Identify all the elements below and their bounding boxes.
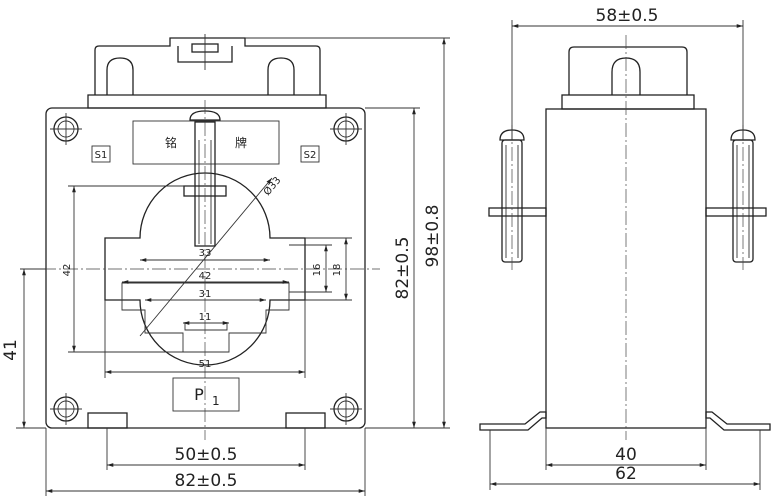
primary-marking-sub: 1 (212, 394, 220, 408)
nameplate-text-left: 铭 (165, 135, 177, 150)
dim-40: 40 (615, 445, 637, 465)
terminal-s2-label: S2 (304, 150, 317, 161)
side-housing-base (561, 94, 695, 110)
dim-41: 41 (1, 339, 21, 361)
dim-11: 11 (199, 312, 212, 323)
corner-holes (50, 113, 362, 425)
front-view: S1 S2 铭 牌 Ø33 33 42 31 11 (1, 34, 450, 496)
primary-marking-box (172, 377, 240, 412)
foot-left (87, 412, 128, 429)
housing-arch-right (267, 57, 295, 95)
dim-31: 31 (199, 289, 212, 300)
housing-base (87, 94, 327, 109)
nameplate-text-right: 牌 (235, 136, 247, 150)
nameplate (132, 120, 280, 165)
foot-right (285, 412, 326, 429)
dim-mount-50: 50±0.5 (175, 445, 238, 465)
terminal-s1-box (91, 145, 111, 163)
top-housing (94, 37, 321, 95)
dim-62: 62 (615, 464, 637, 484)
dim-33: 33 (199, 248, 212, 259)
dim-16: 16 (312, 264, 323, 277)
dim-51: 51 (199, 359, 212, 370)
side-bracket-right (705, 411, 771, 431)
diameter-leader (139, 177, 273, 337)
side-bracket (479, 411, 547, 431)
dim-height-98: 98±0.8 (423, 205, 443, 268)
housing-arch-left (106, 57, 134, 95)
side-view: 58±0.5 40 62 (479, 6, 771, 490)
dim-42-v: 42 (62, 264, 73, 277)
side-bolt-right (705, 125, 767, 270)
main-body (45, 107, 366, 429)
terminal-s1-label: S1 (95, 150, 108, 161)
side-bolt-left (488, 125, 547, 270)
dim-width-82: 82±0.5 (175, 471, 238, 491)
dim-58: 58±0.5 (596, 6, 659, 26)
side-housing (568, 46, 688, 95)
dim-42-h: 42 (199, 271, 212, 282)
inner-window (121, 282, 290, 353)
dim-height-82: 82±0.5 (393, 237, 413, 300)
primary-marking: P (194, 385, 204, 404)
dim-d33: Ø33 (261, 174, 283, 198)
terminal-s2-box (300, 145, 320, 163)
dim-18: 18 (332, 264, 343, 277)
bottom-notch (184, 322, 228, 331)
